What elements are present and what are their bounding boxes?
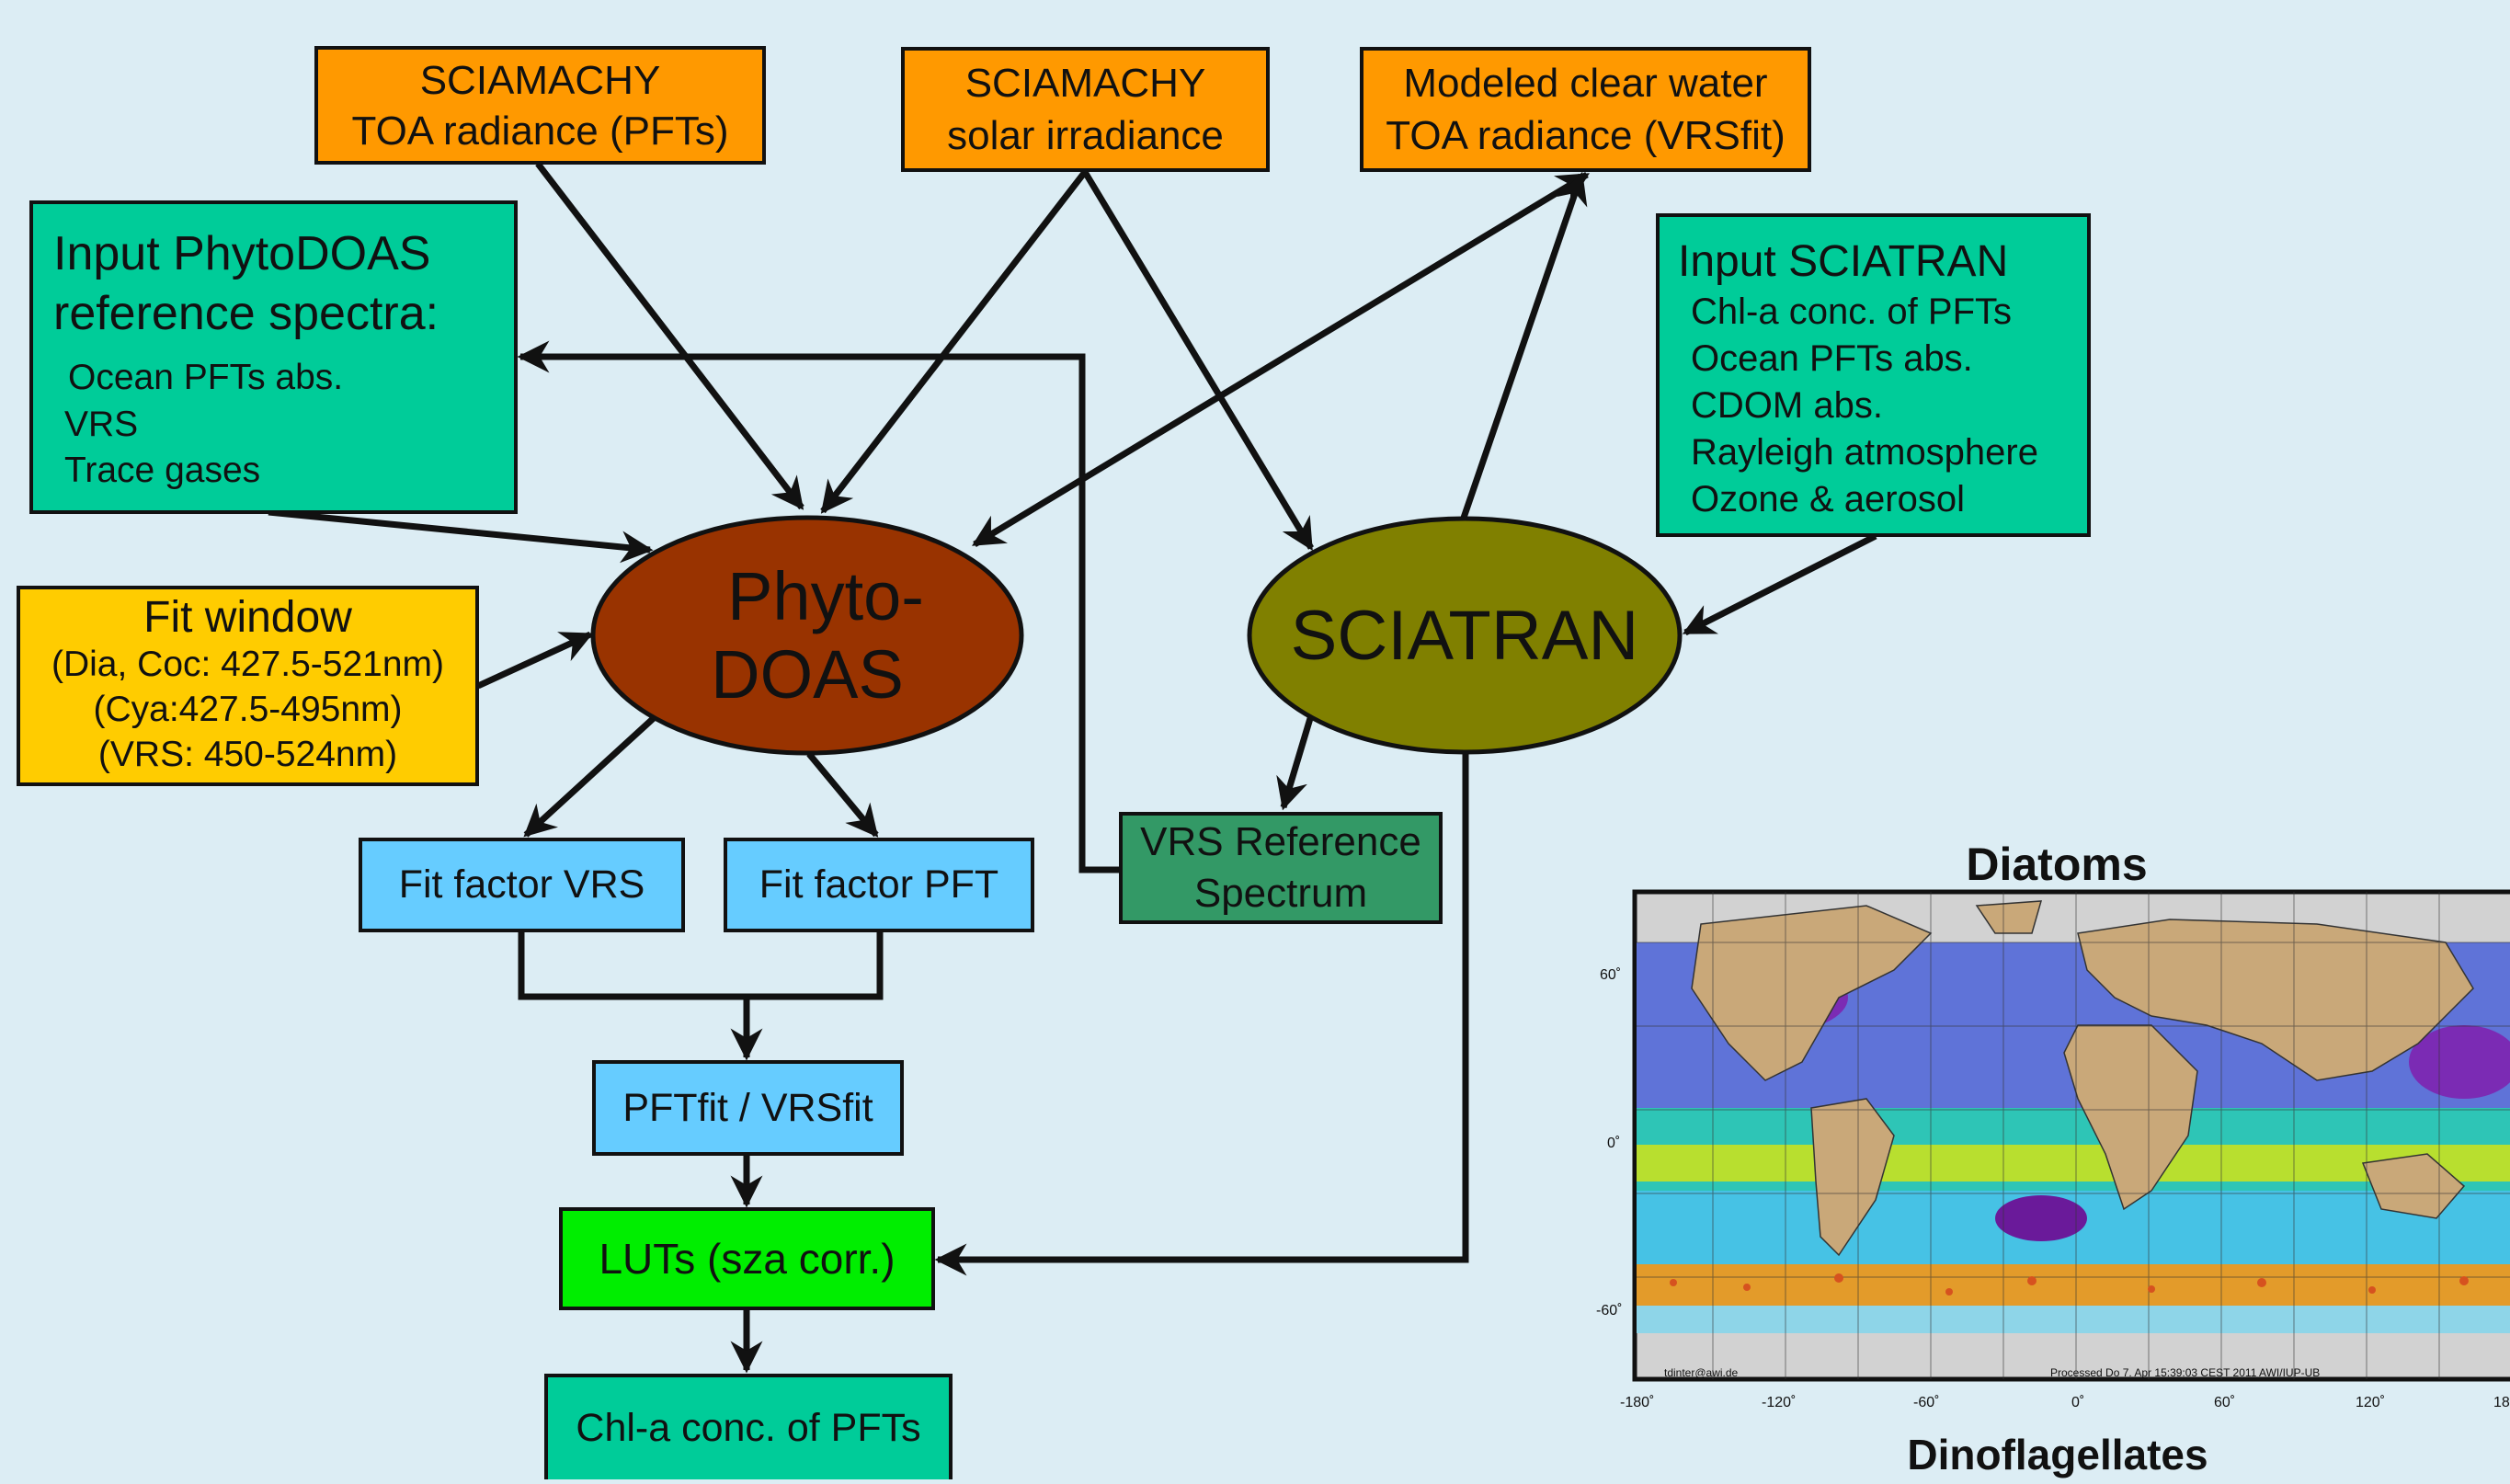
vrs-reference-line1: VRS Reference (1140, 818, 1421, 864)
input-sciatran-title: Input SCIATRAN (1678, 237, 2009, 286)
modeled-line1: Modeled clear water (1403, 60, 1768, 106)
diatoms-map-panel: Diatoms (1563, 832, 2510, 1479)
lon-tick: 120˚ (2356, 1395, 2385, 1410)
arrow-phytodoas-to-vrs (523, 714, 657, 838)
phytodoas-ellipse (590, 515, 1024, 756)
fit-factor-pft-text: Fit factor PFT (759, 862, 999, 907)
phytodoas-line1: Phyto- (727, 557, 924, 634)
input-phytodoas-item: Trace gases (64, 451, 261, 491)
lon-tick: 0˚ (2071, 1395, 2084, 1410)
lon-tick: -120˚ (1762, 1395, 1796, 1410)
pftfit-vrsfit-box: PFTfit / VRSfit (592, 1060, 904, 1156)
lat-tick: -60˚ (1596, 1303, 1622, 1318)
input-phytodoas-item: Ocean PFTs abs. (68, 358, 344, 397)
vrs-reference-box: VRS Reference Spectrum (1119, 812, 1443, 924)
luts-text: LUTs (sza corr.) (599, 1235, 896, 1283)
arrow-sciatran-to-luts (934, 752, 1469, 1276)
sciamachy-toa-box: SCIAMACHY TOA radiance (PFTs) (314, 46, 766, 165)
arrow-fitwindow-to-phytodoas (476, 631, 594, 690)
sciamachy-solar-line2: solar irradiance (947, 113, 1224, 158)
input-sciatran-item: CDOM abs. (1691, 384, 1883, 426)
arrow-toa-to-phytodoas (535, 161, 804, 510)
map-frame (1632, 889, 2510, 1382)
sciatran-ellipse (1247, 516, 1683, 755)
input-phytodoas-title1: Input PhytoDOAS (53, 227, 431, 280)
map-credit-right: Processed Do 7. Apr 15:39:03 CEST 2011 A… (2050, 1366, 2320, 1379)
lon-tick: 18 (2493, 1395, 2510, 1410)
chla-conc-box: Chl-a conc. of PFTs (544, 1374, 953, 1479)
phytodoas-line2: DOAS (711, 636, 904, 713)
fit-factor-vrs-text: Fit factor VRS (398, 862, 645, 907)
sciamachy-solar-box: SCIAMACHY solar irradiance (901, 47, 1270, 172)
map-title: Diatoms (1966, 839, 2147, 890)
arrow-vrsref-to-input (517, 340, 1120, 873)
arrow-modeled-to-phytodoas (972, 172, 1590, 547)
input-phytodoas-item: VRS (64, 404, 139, 444)
fit-factor-pft-box: Fit factor PFT (724, 838, 1034, 932)
luts-box: LUTs (sza corr.) (559, 1207, 935, 1310)
modeled-line2: TOA radiance (VRSfit) (1386, 113, 1786, 158)
arrow-sciatran-to-modeled (1460, 171, 1588, 519)
lon-tick: 60˚ (2214, 1395, 2235, 1410)
diatoms-map-figure: Diatoms (1596, 839, 2510, 1478)
pftfit-vrsfit-text: PFTfit / VRSfit (622, 1085, 873, 1130)
fit-window-range: (VRS: 450-524nm) (97, 734, 398, 774)
lat-tick: 0˚ (1607, 1136, 1620, 1151)
lon-tick: -60˚ (1913, 1395, 1939, 1410)
input-phytodoas-title2: reference spectra: (53, 287, 439, 340)
map-bottom-title: Dinoflagellates (1907, 1431, 2208, 1478)
lat-tick: 60˚ (1600, 967, 1621, 983)
arrow-solar-to-phytodoas (820, 169, 1088, 514)
vrs-reference-line2: Spectrum (1193, 871, 1368, 916)
sciatran-label: SCIATRAN (1249, 519, 1680, 752)
input-sciatran-item: Rayleigh atmosphere (1691, 432, 2038, 474)
map-credit-left: tdinter@awi.de (1664, 1366, 1739, 1379)
input-phytodoas-box: Input PhytoDOAS reference spectra: Ocean… (29, 200, 518, 514)
arrow-sciatran-to-vrsref (1276, 713, 1315, 811)
chla-conc-text: Chl-a conc. of PFTs (576, 1406, 921, 1450)
input-sciatran-item: Ocean PFTs abs. (1691, 337, 1973, 379)
arrow-inputsciatran-to-sciatran (1682, 532, 1877, 636)
input-sciatran-item: Ozone & aerosol (1691, 479, 1965, 520)
sciamachy-toa-line2: TOA radiance (PFTs) (351, 108, 729, 154)
fit-window-box: Fit window (Dia, Coc: 427.5-521nm) (Cya:… (17, 586, 479, 786)
fit-factor-vrs-box: Fit factor VRS (359, 838, 685, 932)
connector-fitfactors (518, 931, 884, 1000)
input-sciatran-item: Chl-a conc. of PFTs (1691, 291, 2013, 332)
input-sciatran-box: Input SCIATRAN Chl-a conc. of PFTs Ocean… (1656, 213, 2091, 537)
fit-window-range: (Cya:427.5-495nm) (93, 690, 403, 730)
phytodoas-label: Phyto- DOAS (593, 518, 1021, 753)
fit-window-title: Fit window (143, 593, 352, 643)
lon-tick: -180˚ (1620, 1395, 1654, 1410)
arrow-input-to-phytodoas (268, 508, 654, 564)
fit-window-range: (Dia, Coc: 427.5-521nm) (51, 645, 445, 685)
modeled-clear-water-box: Modeled clear water TOA radiance (VRSfit… (1360, 47, 1811, 172)
sciamachy-toa-line1: SCIAMACHY (419, 57, 661, 103)
sciamachy-solar-line1: SCIAMACHY (964, 60, 1206, 106)
arrow-phytodoas-to-pft (806, 751, 879, 838)
sciatran-text: SCIATRAN (1290, 596, 1639, 675)
